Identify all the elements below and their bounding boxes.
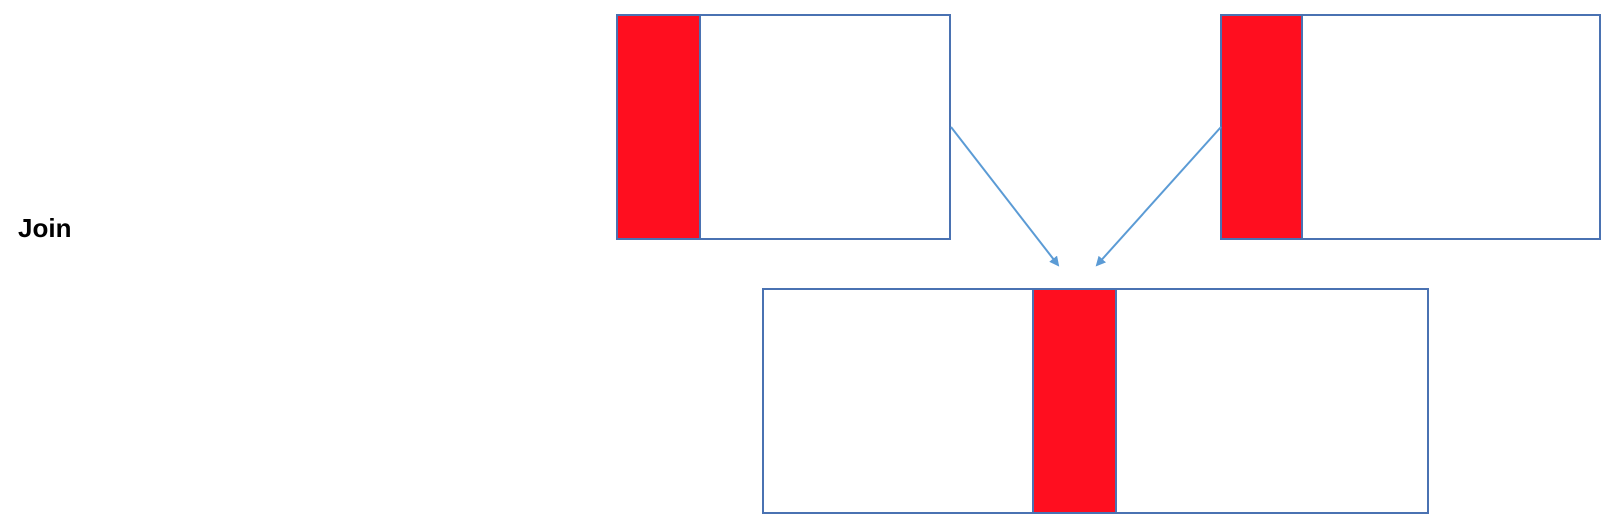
joined-output-key-column: [1033, 289, 1116, 513]
right-join-arrow: [1095, 126, 1222, 267]
left-input-table: [616, 14, 951, 240]
left-input-key-column: [617, 15, 700, 239]
left-input-table-border: [616, 14, 951, 240]
right-input-table: [1220, 14, 1601, 240]
joined-output-table-border: [762, 288, 1429, 514]
right-input-key-column: [1221, 15, 1302, 239]
join-title: Join: [18, 213, 72, 243]
left-join-arrow: [950, 126, 1060, 267]
joined-output-table: [762, 288, 1429, 514]
